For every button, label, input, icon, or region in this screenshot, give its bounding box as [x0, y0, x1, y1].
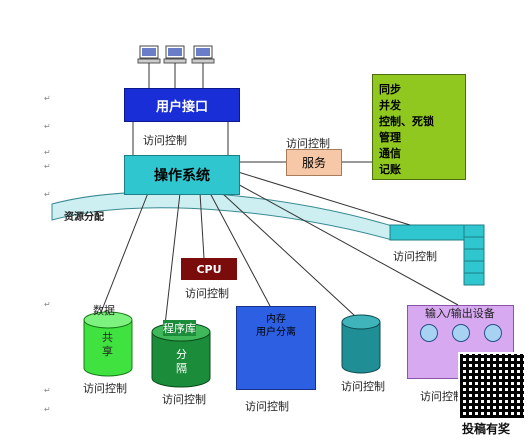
shared-data-cylinder — [83, 311, 133, 377]
os-io-link — [233, 181, 459, 306]
access-stack — [389, 224, 485, 286]
os-cylinder-link — [221, 192, 356, 317]
terminal-icon-1 — [137, 45, 161, 88]
watermark-caption: 投稿有奖 — [462, 422, 511, 436]
memory-label: 内存 用户分离 — [256, 314, 296, 338]
paragraph-mark: ↵ — [44, 190, 51, 199]
user-interface-box: 用户接口 — [124, 88, 240, 122]
resource-allocation-label: 资源分配 — [64, 212, 104, 223]
memory-box: 内存 用户分离 — [236, 306, 316, 390]
cpu-label: CPU — [196, 262, 222, 276]
program-store-title: 程序库 — [163, 320, 196, 336]
program-store-body-label: 分 隔 — [176, 348, 187, 375]
operating-system-label: 操作系统 — [154, 168, 210, 184]
sync-item-sync: 同步 — [379, 83, 401, 96]
teal-cylinder — [341, 314, 381, 374]
os-program-link — [164, 192, 181, 326]
paragraph-mark: ↵ — [44, 148, 51, 157]
ui-access-control-label: 访问控制 — [143, 134, 187, 147]
cpu-box: CPU — [181, 258, 237, 280]
program-store-access-control-label: 访问控制 — [162, 393, 206, 406]
sync-item-management: 管理 — [379, 131, 401, 144]
paragraph-mark: ↵ — [44, 405, 51, 414]
terminal-icon-2 — [163, 45, 187, 88]
sync-item-concurrency: 并发 — [379, 99, 401, 112]
service-label: 服务 — [301, 156, 326, 170]
terminal-icon-3 — [191, 45, 215, 88]
shared-data-body-label: 共 享 — [102, 331, 113, 358]
memory-access-control-label: 访问控制 — [245, 400, 289, 413]
stack-access-control-label: 访问控制 — [393, 250, 437, 263]
os-memory-link — [209, 192, 271, 307]
operating-system-box: 操作系统 — [124, 155, 240, 195]
cpu-access-control-label: 访问控制 — [185, 287, 229, 300]
os-cpu-link — [199, 192, 205, 259]
sync-item-accounting: 记账 — [379, 163, 401, 176]
io-device-icon-3 — [484, 324, 502, 342]
io-device-icon-1 — [420, 324, 438, 342]
service-access-control-label: 访问控制 — [286, 137, 330, 150]
qr-code-icon — [458, 352, 526, 420]
io-devices-title: 输入/输出设备 — [425, 307, 495, 320]
paragraph-mark: ↵ — [44, 94, 51, 103]
shared-data-access-control-label: 访问控制 — [83, 382, 127, 395]
io-access-control-label: 访问控制 — [420, 390, 464, 403]
sync-panel: 同步 并发 控制、死锁 管理 通信 记账 — [372, 74, 466, 180]
user-interface-label: 用户接口 — [155, 99, 208, 115]
sync-item-communication: 通信 — [379, 147, 401, 160]
paragraph-mark: ↵ — [44, 300, 51, 309]
io-device-icon-2 — [452, 324, 470, 342]
sync-item-deadlock: 控制、死锁 — [379, 115, 434, 128]
paragraph-mark: ↵ — [44, 386, 51, 395]
os-stack-link — [237, 171, 411, 226]
service-box: 服务 — [286, 149, 342, 176]
shared-data-title: 数据 — [93, 304, 115, 317]
paragraph-mark: ↵ — [44, 162, 51, 171]
cylinder-access-control-label: 访问控制 — [341, 380, 385, 393]
paragraph-mark: ↵ — [44, 122, 51, 131]
os-shared-link — [99, 192, 149, 316]
